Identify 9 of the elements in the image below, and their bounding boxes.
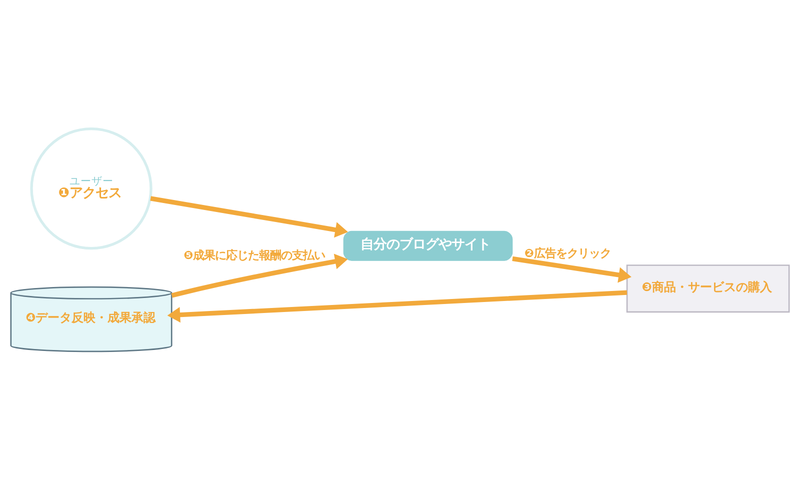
- edge-label: ❷広告をクリック: [524, 246, 611, 260]
- node-circle: ユーザー ❶アクセス: [30, 127, 152, 250]
- arrow: [167, 290, 628, 323]
- edge-label: ❺成果に応じた報酬の支払い: [184, 248, 326, 262]
- arrow: [171, 254, 348, 298]
- node-box: ❸商品・サービスの購入: [626, 264, 790, 313]
- arrow: [512, 256, 632, 283]
- node-box: 自分のブログやサイト: [343, 230, 513, 261]
- arrow: [150, 196, 348, 238]
